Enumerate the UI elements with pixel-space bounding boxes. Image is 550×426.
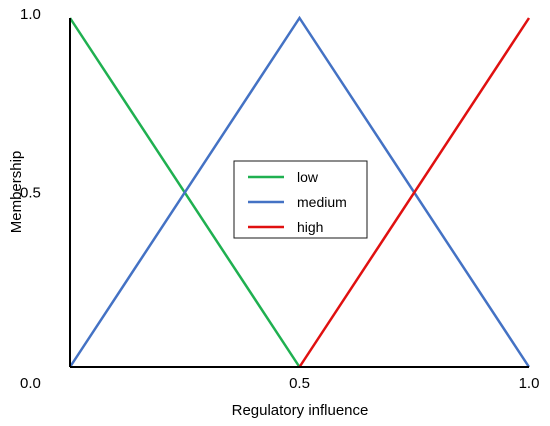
legend-items: low medium high: [248, 169, 347, 235]
x-axis-label: Regulatory influence: [232, 402, 369, 419]
series-line-medium: [68, 15, 531, 368]
y-tick-label: 0.5: [20, 185, 41, 202]
x-tick-label: 0.0: [20, 375, 41, 392]
legend-item-low: low: [248, 169, 319, 185]
x-tick-label: 1.0: [519, 375, 540, 392]
x-tick-label: 0.5: [289, 375, 310, 392]
legend: low medium high: [233, 160, 368, 239]
legend-box: [233, 160, 368, 239]
y-tick-label: 1.0: [20, 6, 41, 23]
legend-item-medium: medium: [248, 194, 347, 210]
legend-item-high: high: [248, 219, 323, 235]
legend-label-low: low: [297, 169, 319, 185]
y-axis-label: Membership: [8, 151, 25, 234]
ticks-layer: 0.0 0.5 1.0 0.5 1.0: [20, 6, 539, 392]
legend-label-medium: medium: [297, 194, 347, 210]
axes-layer: [69, 18, 529, 368]
series-layer: [68, 15, 531, 368]
series-line-high: [298, 17, 531, 368]
legend-label-high: high: [297, 219, 323, 235]
